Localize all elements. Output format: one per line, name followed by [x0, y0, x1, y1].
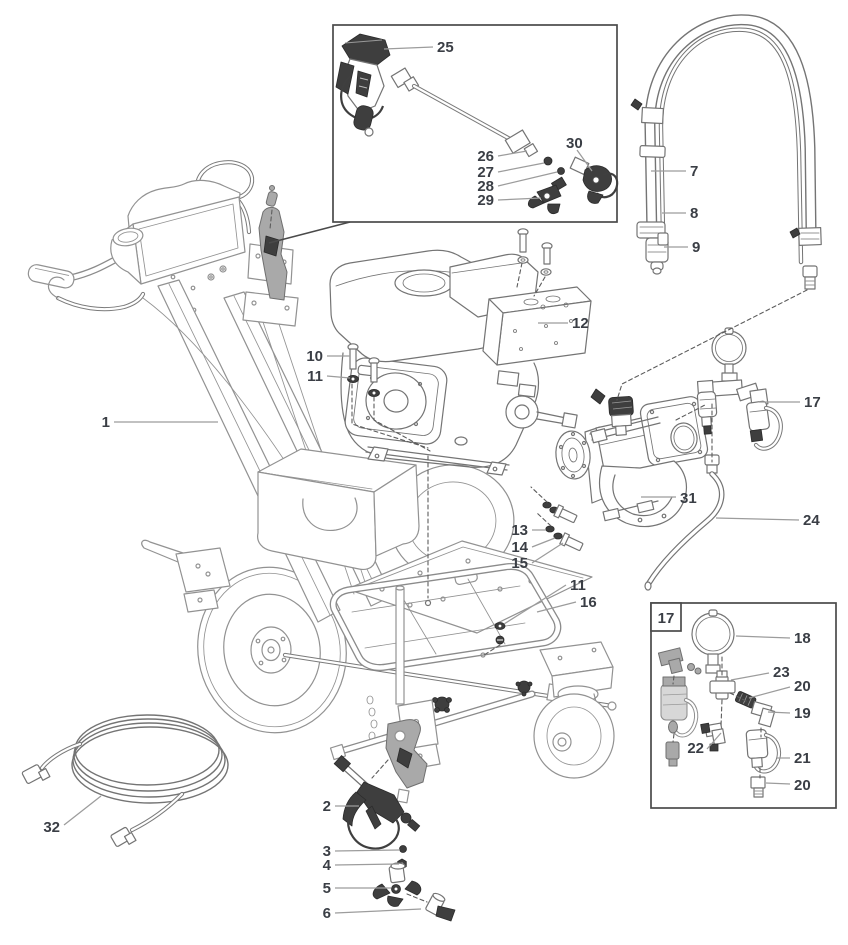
callout-17-17: 17: [804, 394, 821, 411]
tip-guard-30-illustration: [569, 156, 619, 204]
callout-leader-16-16: [536, 601, 577, 613]
left-wheel-illustration: [197, 566, 347, 734]
bucket-tray-illustration: [257, 448, 420, 571]
engine-illustration: [329, 249, 592, 476]
callout-leader-6-5: [334, 908, 422, 914]
callout-leader-24-18: [715, 517, 800, 521]
callout-11-10: 11: [307, 368, 323, 385]
callout-layer: 1234567891011121314151116172425262728293…: [43, 39, 820, 922]
console-tray-illustration: [110, 179, 246, 313]
callout-leader-25-19: [383, 46, 434, 50]
callout-leader-27-21: [497, 162, 545, 173]
callout-22-33: 22: [687, 740, 704, 757]
mounting-hardware-illustration: [347, 228, 584, 645]
suction-hose-illustration: [630, 14, 822, 290]
callout-26-20: 26: [477, 148, 494, 165]
callout-leader-3-2: [334, 849, 401, 852]
callout-8-7: 8: [690, 205, 698, 222]
callout-3-2: 3: [323, 843, 331, 860]
callout-leader-20-32: [765, 782, 791, 785]
callout-7-6: 7: [690, 163, 698, 180]
callout-19-30: 19: [794, 705, 811, 722]
gray-elbow-illustration: [657, 647, 684, 675]
callout-25-19: 25: [437, 39, 454, 56]
callout-18-27: 18: [794, 630, 811, 647]
callout-leader-14-13: [531, 537, 556, 548]
callout-27-21: 27: [477, 164, 494, 181]
callout-leader-26-20: [497, 150, 528, 157]
callout-16-16: 16: [580, 594, 597, 611]
callout-20-29: 20: [794, 678, 811, 695]
callout-leader-32-26: [63, 795, 102, 826]
callout-28-22: 28: [477, 178, 494, 195]
callout-20-32: 20: [794, 777, 811, 794]
gauge-assembly-illustration: [696, 327, 783, 451]
callout-29-23: 29: [477, 192, 494, 209]
callout-13-12: 13: [511, 522, 528, 539]
front-bracket-illustration: [141, 539, 231, 613]
coiled-hose-illustration: [21, 714, 229, 847]
callout-30-24: 30: [566, 135, 583, 152]
callout-31-25: 31: [680, 490, 697, 507]
callout-21-31: 21: [794, 750, 811, 767]
callout-leader-11-10: [326, 375, 351, 379]
callout-leader-22-33: [706, 732, 722, 750]
gauge-kit-inset-content: [657, 609, 782, 798]
gun-seal-parts-illustration: [372, 845, 456, 922]
callout-leader-11-15: [503, 584, 567, 625]
callout-5-4: 5: [323, 880, 331, 897]
assembly-dashed-lines: [269, 209, 808, 903]
callout-10-9: 10: [306, 348, 323, 365]
callout-leader-18-27: [735, 635, 791, 639]
whip-hose-illustration: [644, 454, 725, 591]
pump-illustration: [555, 388, 709, 528]
callout-9-8: 9: [692, 239, 700, 256]
gun-bar-illustration: [329, 585, 536, 804]
callout-15-14: 15: [511, 555, 528, 572]
callout-leader-19-30: [767, 711, 791, 714]
callout-32-26: 32: [43, 819, 60, 836]
callout-leader-4-3: [334, 863, 400, 866]
gauge-manifold-kit-inset-tag-label: 17: [658, 610, 675, 627]
tip-guard-29-illustration: [527, 176, 567, 214]
platform-plate-illustration: [346, 540, 593, 634]
gun-holder-illustration: [242, 185, 299, 327]
gauge-manifold-kit-inset-tag-box: [650, 602, 682, 632]
callout-leader-30-24: [576, 149, 593, 172]
callout-24-18: 24: [803, 512, 820, 529]
callout-6-5: 6: [323, 905, 331, 922]
callout-1-0: 1: [102, 414, 110, 431]
inset-pointer-line: [268, 221, 351, 244]
wand-illustration: [390, 67, 539, 158]
caster-wheel-illustration: [533, 641, 615, 779]
callout-leader-29-23: [497, 197, 542, 201]
callout-leader-23-28: [730, 672, 770, 681]
callout-leader-20-29: [748, 686, 791, 699]
callout-leader-15-14: [531, 542, 564, 564]
gun-kit-inset-content: [335, 33, 619, 214]
callout-11-15: 11: [570, 577, 586, 594]
callout-leader-28-22: [497, 171, 558, 187]
callout-12-11: 12: [572, 315, 589, 332]
callout-14-13: 14: [511, 539, 528, 556]
callout-23-28: 23: [773, 664, 790, 681]
striper-cart-illustration: [27, 160, 617, 804]
callout-4-3: 4: [323, 857, 332, 874]
spray-gun-illustration: [333, 755, 421, 850]
callout-2-1: 2: [323, 798, 331, 815]
